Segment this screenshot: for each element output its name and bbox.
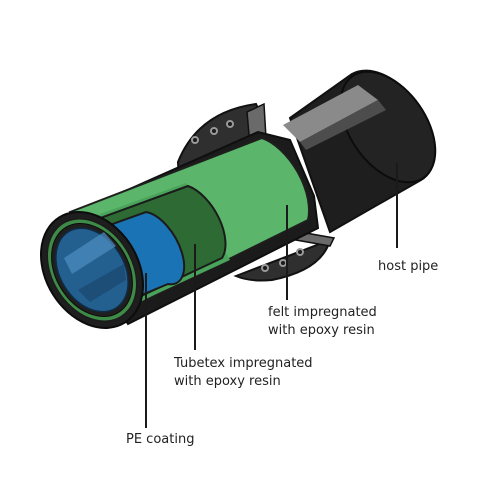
host-pipe-highlight	[283, 85, 378, 142]
label-pe-coating: PE coating	[126, 432, 194, 447]
label-tubetex-line-2: with epoxy resin	[174, 374, 281, 389]
label-tubetex-line-1: Tubetex impregnated	[173, 356, 313, 371]
bolt-icon	[226, 120, 234, 128]
label-felt-line-2: with epoxy resin	[268, 323, 375, 338]
bolt-icon	[261, 264, 269, 272]
pipe-opening	[39, 211, 145, 329]
label-tubetex: Tubetex impregnated with epoxy resin	[173, 356, 317, 389]
bolt-icon	[191, 136, 199, 144]
host-pipe	[283, 69, 437, 234]
label-host-pipe: host pipe	[378, 259, 438, 274]
label-felt: felt impregnated with epoxy resin	[268, 305, 381, 338]
bolt-icon	[279, 259, 287, 267]
label-felt-line-1: felt impregnated	[268, 305, 377, 320]
host-pipe-highlight-soft	[300, 100, 386, 150]
bore-highlight	[64, 232, 116, 274]
leader-lines	[145, 163, 398, 428]
bore-shadow	[78, 264, 126, 302]
bolt-icon	[210, 127, 218, 135]
bolt-icon	[296, 248, 304, 256]
